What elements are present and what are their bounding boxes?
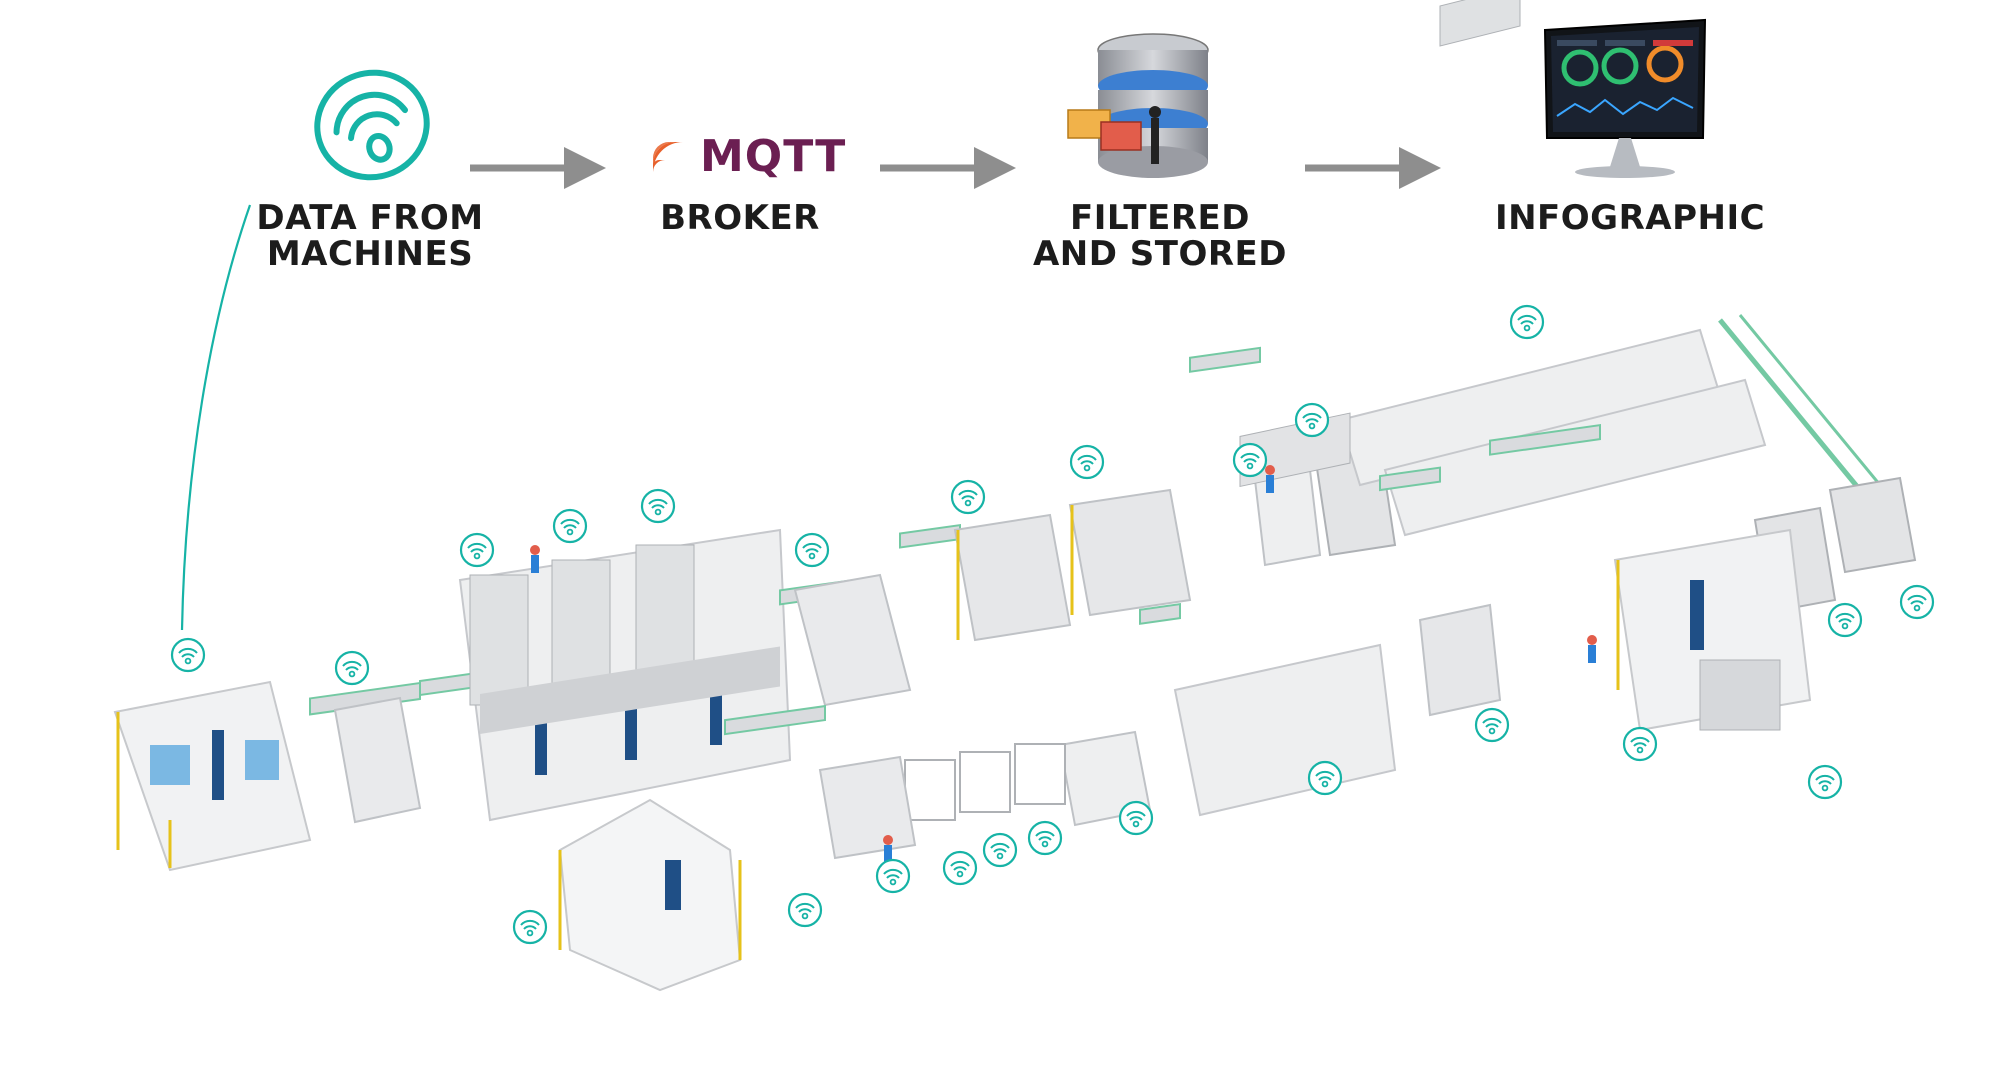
worker-figure: [530, 545, 540, 573]
wifi-badge-icon: [512, 909, 548, 945]
machine-cell-palletizer: [113, 680, 312, 872]
signal-connector-line: [180, 204, 252, 631]
machine-laminator-small: [333, 696, 422, 824]
step-label-infographic: INFOGRAPHIC: [1480, 200, 1780, 236]
step-label-line: DATA FROM: [256, 198, 484, 238]
wifi-badge-icon: [1069, 444, 1105, 480]
step-label-line: MACHINES: [266, 234, 474, 274]
wifi-badge-icon: [787, 892, 823, 928]
mqtt-logo-icon: [653, 142, 683, 172]
machine-el-tester: [953, 513, 1072, 642]
step-label-line: BROKER: [660, 198, 820, 238]
machine-hex-stacker-cell: [558, 798, 742, 992]
production-line-layout: [113, 0, 1917, 992]
wifi-badge-icon: [950, 479, 986, 515]
wifi-badge-icon: [982, 832, 1018, 868]
worker-figure: [1587, 635, 1597, 663]
machine-laminators: [1338, 0, 1882, 537]
step-label-line: AND STORED: [1032, 234, 1288, 274]
step-label-filtered-and-stored: FILTERED AND STORED: [1010, 200, 1310, 272]
machine-inspection: [1253, 468, 1322, 567]
wifi-badge-icon: [1027, 820, 1063, 856]
wifi-badge-icon: [1899, 584, 1935, 620]
mqtt-logo-text: MQTT: [700, 131, 847, 182]
monitor-dashboard-icon: [1543, 18, 1707, 178]
worker-figure: [883, 835, 893, 863]
wifi-badge-icon: [552, 508, 588, 544]
machine-block-stringers: [458, 528, 792, 822]
wifi-badge-icon: [334, 650, 370, 686]
machine-layup-station: [793, 573, 912, 707]
wifi-badge-icon: [942, 850, 978, 886]
wifi-badge-icon: [1118, 800, 1154, 836]
wifi-badge-icon: [1232, 442, 1268, 478]
wifi-badge-icon: [1474, 707, 1510, 743]
wifi-badge-icon: [794, 532, 830, 568]
step-label-data-from-machines: DATA FROM MACHINES: [230, 200, 510, 272]
wifi-badge-icon: [1807, 764, 1843, 800]
machine-framing-robot-cell: [1613, 528, 1812, 732]
wifi-badge-icon: [640, 488, 676, 524]
wifi-badge-icon: [1307, 760, 1343, 796]
wifi-badge-icon: [1509, 304, 1545, 340]
database-icon: [1067, 33, 1209, 178]
wifi-signal-icon: [314, 69, 430, 181]
wifi-badge-icon: [1294, 402, 1330, 438]
wifi-badge-icon: [459, 532, 495, 568]
step-label-broker: BROKER: [620, 200, 860, 236]
wifi-badge-icon: [1827, 602, 1863, 638]
wifi-badge-icon: [1622, 726, 1658, 762]
wifi-badge-icon: [875, 858, 911, 894]
wifi-badge-icon: [170, 637, 206, 673]
step-label-line: INFOGRAPHIC: [1494, 198, 1766, 238]
step-label-line: FILTERED: [1070, 198, 1250, 238]
machine-bussing-station: [1068, 488, 1192, 617]
worker-figure: [1265, 465, 1275, 493]
